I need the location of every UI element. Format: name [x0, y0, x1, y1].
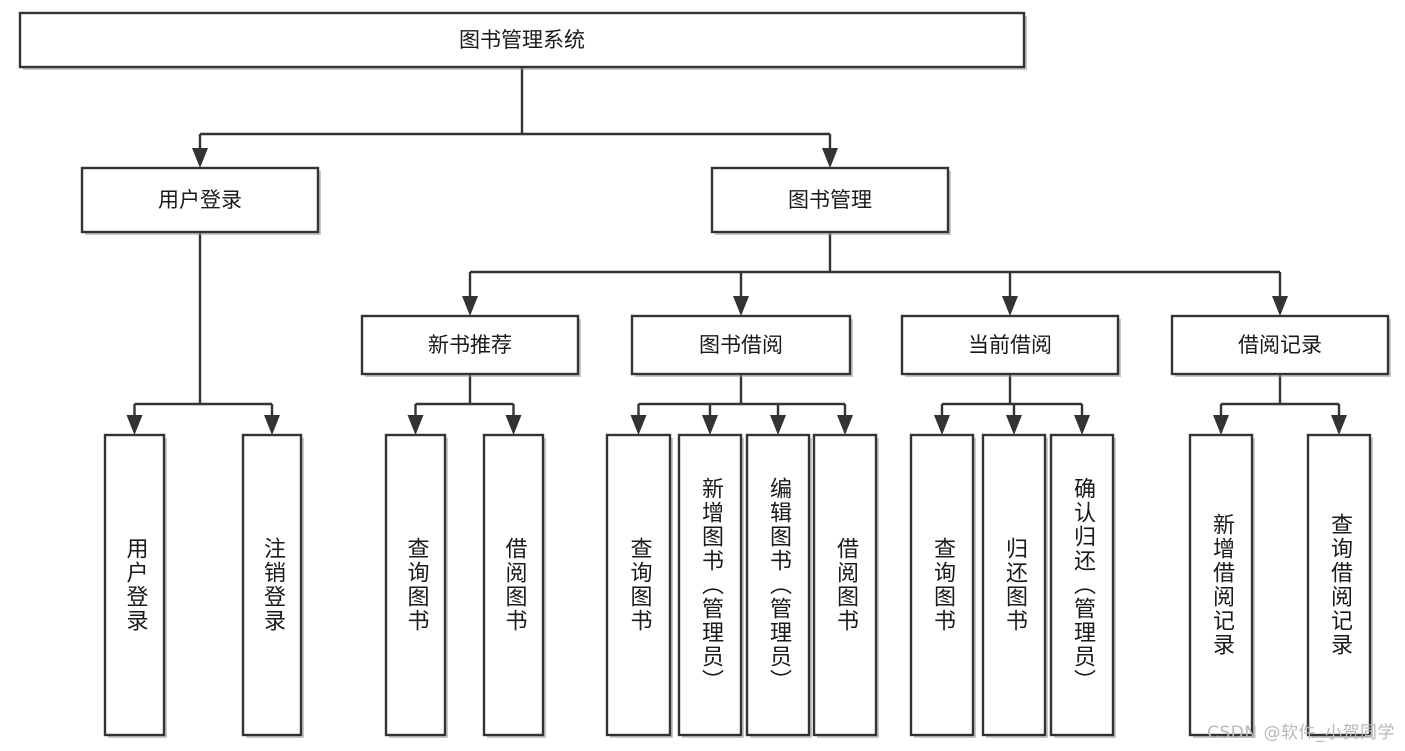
arrow-head-icon: [822, 148, 838, 168]
arrow-head-icon: [770, 415, 786, 435]
node-leaf-7[interactable]: [812, 433, 878, 737]
arrow-head-icon: [1213, 415, 1229, 435]
node-level2-label-1: 图书借阅: [699, 333, 783, 357]
arrow-head-icon: [1006, 415, 1022, 435]
node-leaf-2[interactable]: [384, 433, 447, 737]
node-level1-label-0: 用户登录: [158, 188, 242, 212]
arrow-head-icon: [505, 415, 522, 435]
node-leaf-9[interactable]: [981, 433, 1047, 737]
node-level2-0[interactable]: [360, 314, 580, 376]
node-level2-label-3: 借阅记录: [1238, 333, 1322, 357]
node-leaf-10[interactable]: [1049, 433, 1115, 737]
node-leaf-8[interactable]: [909, 433, 975, 737]
arrow-head-icon: [1074, 415, 1090, 435]
arrow-head-icon: [407, 415, 424, 435]
csdn-watermark: CSDN @软件_小贺同学: [1207, 723, 1395, 743]
node-level2-3[interactable]: [1170, 314, 1390, 376]
node-level2-label-0: 新书推荐: [428, 333, 512, 357]
node-level2-2[interactable]: [900, 314, 1120, 376]
arrow-head-icon: [1002, 296, 1018, 316]
arrow-head-icon: [1272, 296, 1288, 316]
connectors-layer: [126, 67, 1347, 435]
arrow-head-icon: [702, 415, 718, 435]
node-leaf-6[interactable]: [745, 433, 811, 737]
arrow-head-icon: [462, 296, 478, 316]
node-leaf-11[interactable]: [1188, 433, 1254, 737]
node-leaf-12[interactable]: [1306, 433, 1372, 737]
arrow-head-icon: [630, 415, 647, 435]
node-leaf-1[interactable]: [241, 433, 303, 737]
node-level1-label-1: 图书管理: [788, 188, 872, 212]
node-level1-0[interactable]: [80, 166, 320, 234]
arrow-head-icon: [934, 415, 950, 435]
arrow-head-icon: [733, 296, 749, 316]
arrow-head-icon: [837, 415, 853, 435]
node-level2-1[interactable]: [630, 314, 852, 376]
arrow-head-icon: [1331, 415, 1347, 435]
boxes-layer: [18, 11, 1391, 738]
node-leaf-4[interactable]: [605, 433, 672, 737]
arrow-head-icon: [264, 415, 280, 435]
node-level1-1[interactable]: [710, 166, 950, 234]
arrow-head-icon: [126, 415, 143, 435]
arrow-head-icon: [192, 148, 208, 168]
node-root-label: 图书管理系统: [459, 28, 585, 52]
node-leaf-0[interactable]: [103, 433, 166, 737]
node-leaf-5[interactable]: [677, 433, 743, 737]
node-leaf-3[interactable]: [482, 433, 545, 737]
node-level2-label-2: 当前借阅: [968, 333, 1052, 357]
node-root[interactable]: [18, 11, 1026, 69]
